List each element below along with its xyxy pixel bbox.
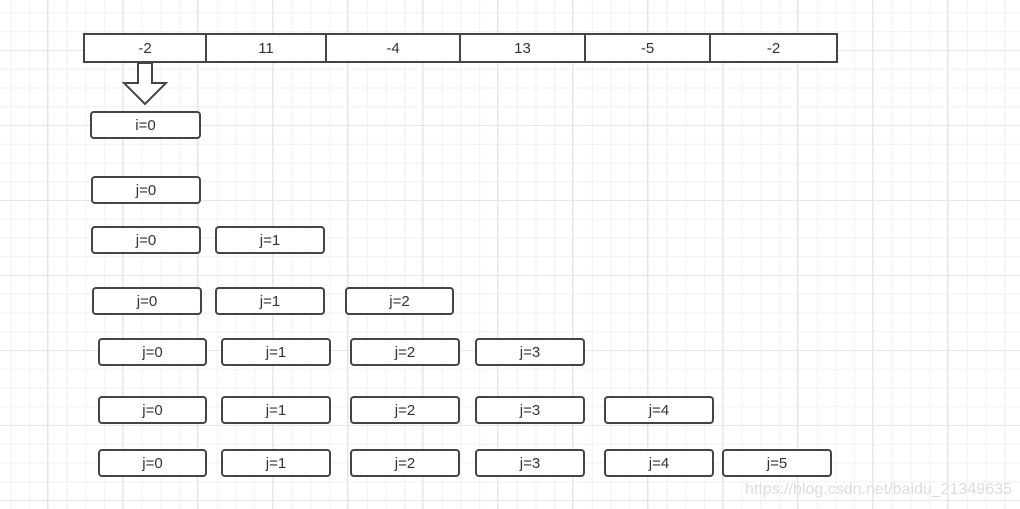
j-box-row3-1: j=1 — [215, 287, 325, 315]
j-box-row5-3: j=3 — [475, 396, 585, 424]
j-box-row4-2: j=2 — [350, 338, 460, 366]
j-box-row5-2: j=2 — [350, 396, 460, 424]
j-box-row6-0: j=0 — [98, 449, 207, 477]
array-cell-3: 13 — [461, 35, 586, 61]
j-box-row6-1: j=1 — [221, 449, 331, 477]
j-box-row4-3: j=3 — [475, 338, 585, 366]
array-cell-1: 11 — [207, 35, 327, 61]
j-box-row6-3: j=3 — [475, 449, 585, 477]
array-cell-2: -4 — [327, 35, 461, 61]
j-box-row2-1: j=1 — [215, 226, 325, 254]
down-arrow-icon — [122, 62, 168, 106]
array-cell-4: -5 — [586, 35, 711, 61]
j-box-row5-0: j=0 — [98, 396, 207, 424]
j-box-row6-2: j=2 — [350, 449, 460, 477]
array-cell-0: -2 — [85, 35, 207, 61]
j-box-row6-4: j=4 — [604, 449, 714, 477]
j-box-row1-0: j=0 — [91, 176, 201, 204]
j-box-row3-2: j=2 — [345, 287, 454, 315]
i-index-box: i=0 — [90, 111, 201, 139]
j-box-row4-0: j=0 — [98, 338, 207, 366]
watermark: https://blog.csdn.net/baidu_21349635 — [745, 481, 1012, 498]
j-box-row6-5: j=5 — [722, 449, 832, 477]
j-box-row2-0: j=0 — [91, 226, 201, 254]
input-array: -2 11 -4 13 -5 -2 — [83, 33, 838, 63]
j-box-row4-1: j=1 — [221, 338, 331, 366]
j-box-row5-4: j=4 — [604, 396, 714, 424]
j-box-row3-0: j=0 — [92, 287, 202, 315]
array-cell-5: -2 — [766, 39, 781, 57]
j-box-row5-1: j=1 — [221, 396, 331, 424]
